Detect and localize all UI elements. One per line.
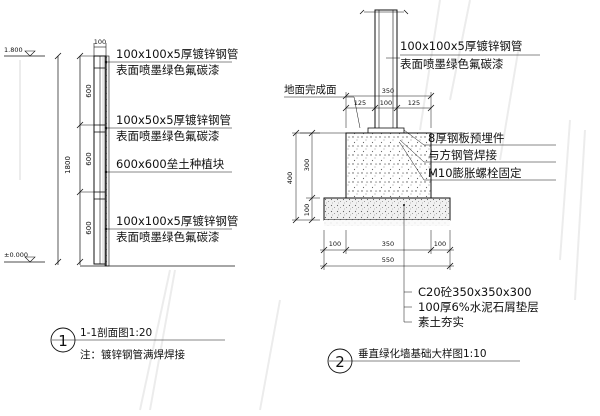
dim-bottom-550: 550 [382,256,394,264]
dim-300: 300 [303,159,311,171]
dim-125-right: 125 [408,99,420,107]
callout-1-line-b: 表面喷墨绿色氟碳漆 [116,63,220,77]
dim-600-mid: 600 [85,152,93,165]
layer-concrete: C20砼350x350x300 [418,285,532,299]
dim-bottom-350: 350 [382,240,394,248]
dim-bottom-100-right: 100 [434,240,446,248]
section-1-title-block: 1 1-1剖面图1:20 注：镀锌钢管满焊焊接 [50,326,225,361]
callout-2-line-a: 100x50x5厚镀锌钢管 [116,113,231,127]
layer-soil: 素土夯实 [418,315,464,329]
layer-gravel: 100厚6%水泥石屑垫层 [418,300,539,314]
dim-125-left: 125 [354,99,366,107]
callout-plate-line-c: M10膨胀螺栓固定 [428,166,522,180]
section-2-drawing: 100x100x5厚镀锌钢管 表面喷墨绿色氟碳漆 地面完成面 350 125 1… [284,9,556,374]
callout-2-line-b: 表面喷墨绿色氟碳漆 [116,129,220,143]
elevation-zero-label: ±0.000 [4,251,28,259]
callout-3: 600x600垒土种植块 [116,157,225,171]
section-2-title: 垂直绿化墙基础大样图1:10 [358,347,487,360]
dim-400: 400 [286,172,294,184]
callout-top-line-b: 表面喷墨绿色氟碳漆 [400,57,504,71]
callout-plate-line-a: 8厚钢板预埋件 [428,131,504,145]
gravel-cushion [323,197,451,221]
section-2-title-block: 2 垂直绿化墙基础大样图1:10 [327,347,520,374]
callout-1-line-a: 100x100x5厚镀锌钢管 [116,47,238,61]
section-1-drawing: 1.800 ±0.000 1800 600 600 600 [4,38,238,361]
elevation-mark-top: 1.800 [4,46,45,57]
embedded-plate [367,127,405,134]
dim-600-bottom: 600 [85,221,93,234]
dim-350-top: 350 [382,87,394,95]
dim-600-top: 600 [85,84,93,97]
section-1-note: 注：镀锌钢管满焊焊接 [80,348,185,361]
steel-column [359,9,409,135]
dim-100-top: 100 [94,38,106,46]
dim-100-middle: 100 [380,99,392,107]
background-watermark [19,0,586,411]
compacted-soil [324,220,450,226]
concrete-footing [345,132,432,199]
section-1-title: 1-1剖面图1:20 [80,326,152,339]
elevation-top-label: 1.800 [4,46,23,54]
callout-plate-line-b: 与方钢管焊接 [428,148,497,162]
ground-finish-label: 地面完成面 [284,83,337,96]
dim-bottom-100-left: 100 [329,240,341,248]
callout-4-line-b: 表面喷墨绿色氟碳漆 [116,230,220,244]
dim-100-vertical: 100 [303,204,311,216]
wall-column [93,55,110,267]
section-2-number: 2 [335,353,345,371]
dim-1800: 1800 [64,156,72,174]
callout-top-line-a: 100x100x5厚镀锌钢管 [400,39,522,53]
callout-4-line-a: 100x100x5厚镀锌钢管 [116,214,238,228]
section-1-number: 1 [58,332,68,350]
elevation-mark-zero: ±0.000 [4,251,45,263]
